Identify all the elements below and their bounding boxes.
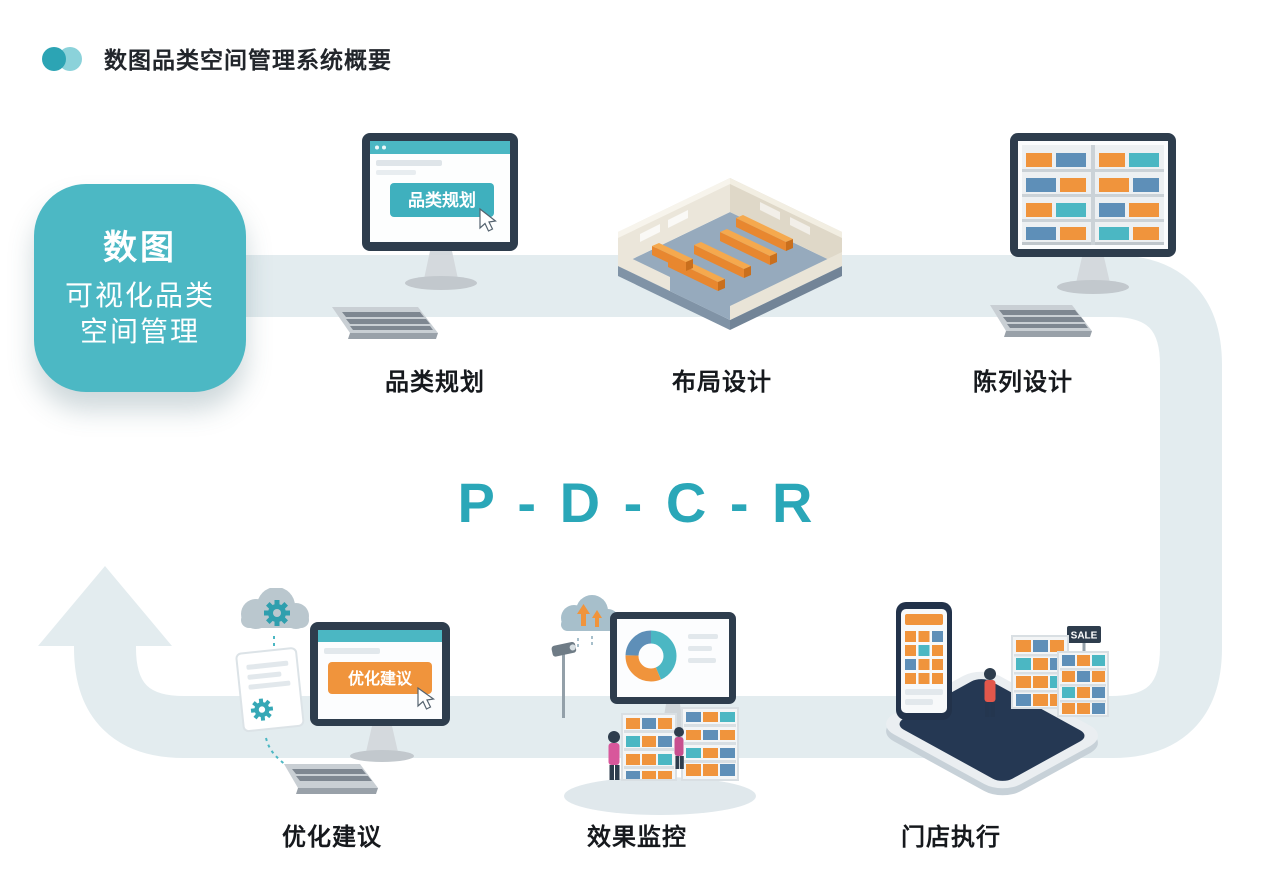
- page-title: 数图品类空间管理系统概要: [104, 47, 392, 73]
- screen-button: [390, 183, 494, 217]
- person-icon: [674, 727, 684, 769]
- illustration-category-planning: 品类规划: [330, 133, 520, 353]
- keyboard-icon: [990, 305, 1092, 337]
- shelf-rack-icon: [1057, 651, 1109, 717]
- step-label-monitoring: 效果监控: [587, 824, 687, 851]
- brand-badge: 数图 可视化品类 空间管理: [34, 184, 246, 392]
- pdcr-cycle-label: P - D - C - R: [457, 471, 817, 534]
- store-phone-icon: SALE: [886, 602, 1109, 796]
- monitor-stand: [1076, 257, 1110, 283]
- monitor-piechart: [610, 612, 736, 704]
- monitor-base: [1057, 280, 1129, 294]
- shelf-rack-icon: [621, 713, 677, 781]
- person-icon: [608, 731, 620, 780]
- illustration-display-design: [990, 133, 1180, 350]
- shelf-rack-icon: [681, 707, 739, 781]
- cursor-icon: [479, 207, 497, 232]
- monitor-planogram-icon: [990, 133, 1176, 337]
- screen-button-text: 品类规划: [408, 190, 476, 210]
- store-room-icon: [618, 178, 842, 330]
- step-label-display-design: 陈列设计: [973, 369, 1073, 396]
- person-icon: [984, 668, 996, 717]
- room-wall-right: [730, 178, 842, 266]
- brand-dot-dark: [42, 47, 66, 71]
- illustration-layout-design: [608, 170, 852, 361]
- illustration-monitoring: [548, 592, 758, 825]
- app-phone-icon: [896, 602, 952, 720]
- flow-band-path: [74, 255, 1222, 758]
- optimization-scene-icon: 优化建议: [235, 587, 450, 794]
- step-label-category-planning: 品类规划: [385, 369, 485, 396]
- up-arrows-icon: [577, 604, 602, 627]
- sale-sign-text: SALE: [1071, 631, 1098, 642]
- cursor-icon: [417, 686, 436, 710]
- cloud-gear-icon: [241, 587, 309, 629]
- planogram-products: [1026, 153, 1159, 240]
- platform: [564, 777, 756, 815]
- document-gear-icon: [235, 647, 305, 733]
- step-label-layout-design: 布局设计: [672, 369, 772, 396]
- shelf-rows-icon: [652, 215, 793, 291]
- monitor-stand: [424, 251, 458, 279]
- monitor-base: [350, 750, 414, 762]
- brand-dot-icon: [42, 47, 82, 71]
- badge-subtitle-line1: 可视化品类: [64, 280, 215, 311]
- sale-sign-icon: SALE: [1067, 626, 1101, 652]
- keyboard-icon: [332, 307, 438, 339]
- badge-subtitle-line2: 空间管理: [79, 315, 200, 347]
- keyboard-icon: [284, 764, 378, 794]
- badge-title: 数图: [103, 229, 177, 267]
- illustration-store-execution: SALE: [862, 578, 1117, 808]
- step-label-store-execution: 门店执行: [901, 824, 1001, 851]
- monitor-screen: 品类规划: [362, 133, 518, 251]
- monitor-category-planning-icon: 品类规划: [332, 133, 518, 339]
- step-label-optimization: 优化建议: [282, 824, 382, 851]
- monitor-stand: [366, 726, 398, 752]
- monitor-screen: 优化建议: [310, 622, 450, 726]
- monitor-base: [405, 276, 477, 290]
- monitoring-scene-icon: [551, 595, 756, 815]
- pie-chart-icon: [625, 630, 677, 682]
- up-arrow-icon: [38, 566, 172, 646]
- screen-banner: [328, 662, 432, 694]
- camera-icon: [551, 641, 577, 718]
- screen-banner-text: 优化建议: [348, 669, 413, 688]
- monitor-screen: [1010, 133, 1176, 257]
- illustration-optimization: 优化建议: [222, 587, 457, 805]
